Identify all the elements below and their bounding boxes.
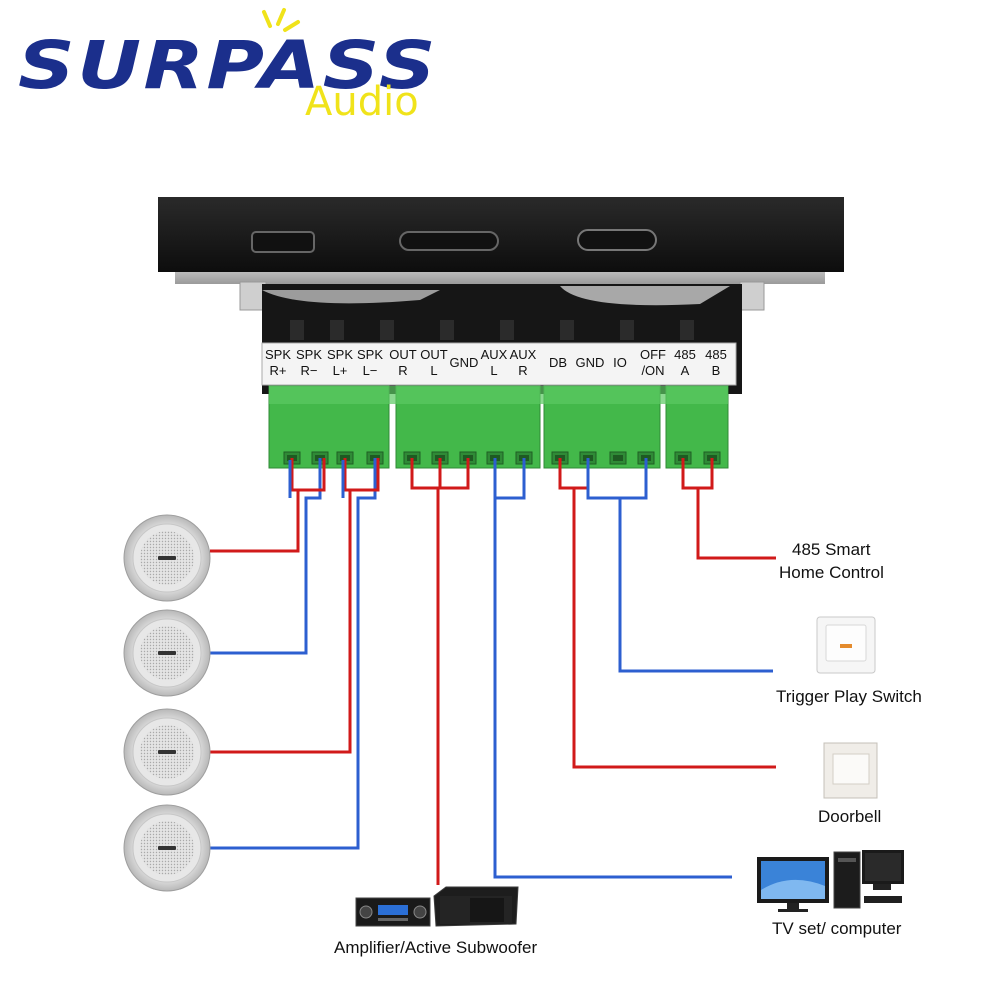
- wall-panel-device: SPKR+SPKR−SPKL+SPKL−OUTROUTLGNDAUXLAUXRD…: [158, 197, 844, 469]
- wall-switch-icon: [816, 616, 876, 674]
- terminal-label-top: SPK: [357, 347, 383, 362]
- ceiling-speaker-icon: [123, 609, 211, 697]
- card-slot-icon: [399, 231, 499, 251]
- wire-spk-l-plus: [210, 458, 352, 754]
- terminal-label-top: SPK: [265, 347, 291, 362]
- terminal-label-bottom: L: [430, 363, 437, 378]
- smart-home-label: 485 Smart Home Control: [779, 540, 884, 582]
- hdmi-port-icon: [251, 231, 315, 253]
- wire-spk-r-minus: [210, 458, 322, 655]
- monitor-icon: [757, 857, 829, 912]
- terminal-label-top: GND: [450, 355, 479, 370]
- terminal-label-bottom: R−: [301, 363, 318, 378]
- wire-spk-l-minus: [210, 458, 377, 850]
- smart-home-line1: 485 Smart: [792, 540, 871, 559]
- wire-aux-tv: [493, 458, 732, 879]
- terminal-label-top: 485: [705, 347, 727, 362]
- terminal-label: IO: [613, 355, 627, 370]
- doorbell-button-icon: [823, 742, 878, 799]
- terminal-label-bottom: R: [398, 363, 407, 378]
- terminal-label-strip: [261, 342, 737, 386]
- wire-out-amplifier: [410, 458, 470, 885]
- terminal-label-top: GND: [576, 355, 605, 370]
- amplifier-icon: [355, 897, 431, 927]
- terminal-label: GND: [576, 355, 605, 370]
- terminal-label-top: SPK: [327, 347, 353, 362]
- wire-spk-r-plus: [210, 458, 300, 553]
- terminal-label: DB: [549, 355, 567, 370]
- terminal-label-bottom: L−: [363, 363, 378, 378]
- smart-home-line2: Home Control: [779, 563, 884, 582]
- pc-tower-icon: [833, 850, 904, 909]
- terminal-label: GND: [450, 355, 479, 370]
- sunburst-icon: [262, 8, 300, 32]
- terminal-label-top: AUX: [510, 347, 537, 362]
- brand-name: SURPASS: [18, 27, 438, 104]
- tv-computer-label: TV set/ computer: [772, 919, 902, 938]
- terminal-label-bottom: L: [490, 363, 497, 378]
- terminal-label-bottom: B: [712, 363, 721, 378]
- usb-port-icon: [577, 229, 657, 251]
- terminal-label-top: DB: [549, 355, 567, 370]
- terminal-label-top: IO: [613, 355, 627, 370]
- terminal-label-top: 485: [674, 347, 696, 362]
- wires: [210, 458, 776, 885]
- terminal-label-bottom: L+: [333, 363, 348, 378]
- terminal-label-top: AUX: [481, 347, 508, 362]
- brand-sub: Audio: [305, 79, 419, 125]
- brand-logo: SURPASS Audio: [18, 8, 438, 125]
- terminal-label-top: SPK: [296, 347, 322, 362]
- terminal-labels: SPKR+SPKR−SPKL+SPKL−OUTROUTLGNDAUXLAUXRD…: [265, 347, 727, 378]
- terminal-label-bottom: R: [518, 363, 527, 378]
- amplifier-label: Amplifier/Active Subwoofer: [334, 938, 537, 957]
- doorbell-label: Doorbell: [818, 807, 881, 826]
- wire-io-trigger: [586, 458, 773, 673]
- terminal-label-bottom: R+: [270, 363, 287, 378]
- trigger-switch-label: Trigger Play Switch: [776, 687, 922, 706]
- terminal-label-top: OUT: [420, 347, 448, 362]
- ceiling-speaker-icon: [123, 708, 211, 796]
- wire-485: [681, 458, 776, 560]
- subwoofer-icon: [433, 886, 519, 927]
- ceiling-speaker-icon: [123, 514, 211, 602]
- terminal-label: OFF/ON: [640, 347, 666, 378]
- terminal-label-top: OFF: [640, 347, 666, 362]
- terminal-label-bottom: /ON: [641, 363, 664, 378]
- wire-db-doorbell: [558, 458, 776, 769]
- ceiling-speaker-icon: [123, 804, 211, 892]
- terminal-label-bottom: A: [681, 363, 690, 378]
- ceiling-speakers: [123, 514, 211, 892]
- terminal-label-top: OUT: [389, 347, 417, 362]
